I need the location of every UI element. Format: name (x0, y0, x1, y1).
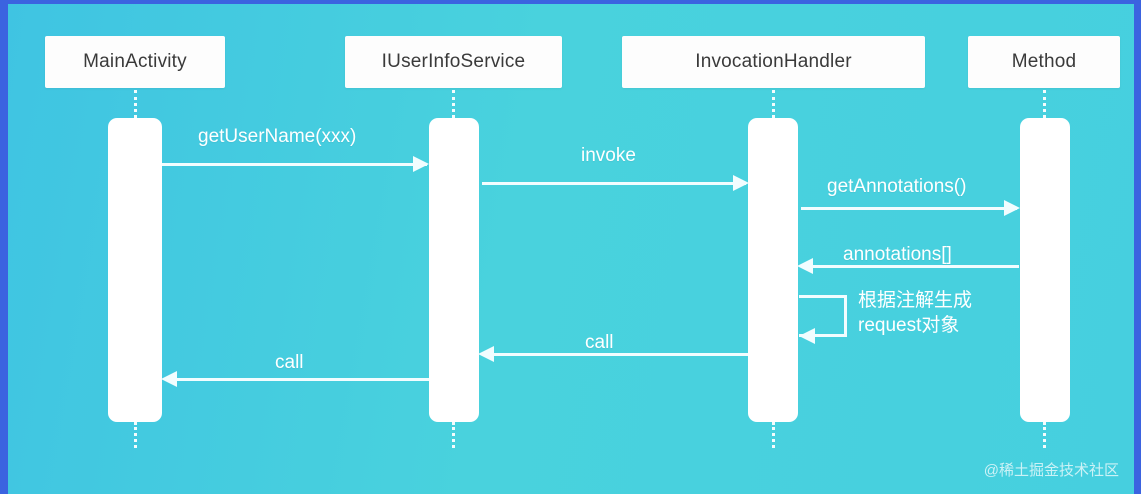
participant-box-method[interactable]: Method (968, 36, 1120, 88)
participant-box-iuserinfoservice[interactable]: IUserInfoService (345, 36, 562, 88)
message-arrowhead-annotations (797, 258, 813, 274)
activation-bar-iuserinfoservice (429, 118, 479, 422)
lifeline-dash-top-invocationhandler (772, 90, 775, 118)
participant-label-invocationhandler: InvocationHandler (695, 51, 852, 72)
lifeline-dash-top-iuserinfoservice (452, 90, 455, 118)
message-line-call-to-mainactivity (175, 378, 429, 381)
frame-border-left (0, 0, 8, 494)
frame-border-right (1134, 0, 1141, 494)
message-arrowhead-call-to-mainactivity (161, 371, 177, 387)
message-line-call-to-iuserinfoservice (492, 353, 748, 356)
participant-box-mainactivity[interactable]: MainActivity (45, 36, 225, 88)
participant-box-invocationhandler[interactable]: InvocationHandler (622, 36, 925, 88)
message-label-call-to-mainactivity: call (275, 352, 304, 373)
lifeline-dash-bottom-invocationhandler (772, 422, 775, 448)
message-arrowhead-getusername (413, 156, 429, 172)
watermark: @稀土掘金技术社区 (983, 462, 1119, 479)
message-line-annotations (811, 265, 1019, 268)
message-label-getusername: getUserName(xxx) (198, 126, 357, 147)
message-label-invoke: invoke (581, 145, 636, 166)
lifeline-dash-top-mainactivity (134, 90, 137, 118)
activation-bar-method (1020, 118, 1070, 422)
participant-label-method: Method (1011, 51, 1077, 72)
lifeline-dash-bottom-iuserinfoservice (452, 422, 455, 448)
message-arrowhead-invoke (733, 175, 749, 191)
lifeline-dash-bottom-mainactivity (134, 422, 137, 448)
activation-bar-mainactivity (108, 118, 162, 422)
self-message-label-line1: 根据注解生成 (858, 290, 973, 311)
lifeline-dash-top-method (1043, 90, 1046, 118)
lifeline-dash-bottom-method (1043, 422, 1046, 448)
frame-border-top (0, 0, 1141, 4)
message-arrowhead-call-to-iuserinfoservice (478, 346, 494, 362)
self-message-label-invocationhandler: 根据注解生成 request对象 (858, 288, 972, 338)
message-arrowhead-getannotations (1004, 200, 1020, 216)
message-label-getannotations: getAnnotations() (827, 176, 967, 197)
self-message-arrowhead-invocationhandler (799, 328, 815, 344)
message-line-invoke (482, 182, 746, 185)
self-message-loop-invocationhandler (799, 295, 847, 337)
message-line-getannotations (801, 207, 1017, 210)
activation-bar-invocationhandler (748, 118, 798, 422)
participant-label-iuserinfoservice: IUserInfoService (381, 51, 526, 72)
self-message-label-line2: request对象 (858, 315, 960, 336)
message-label-call-to-iuserinfoservice: call (585, 332, 614, 353)
message-label-annotations: annotations[] (843, 244, 952, 265)
participant-label-mainactivity: MainActivity (83, 51, 187, 72)
message-line-getusername (162, 163, 427, 166)
